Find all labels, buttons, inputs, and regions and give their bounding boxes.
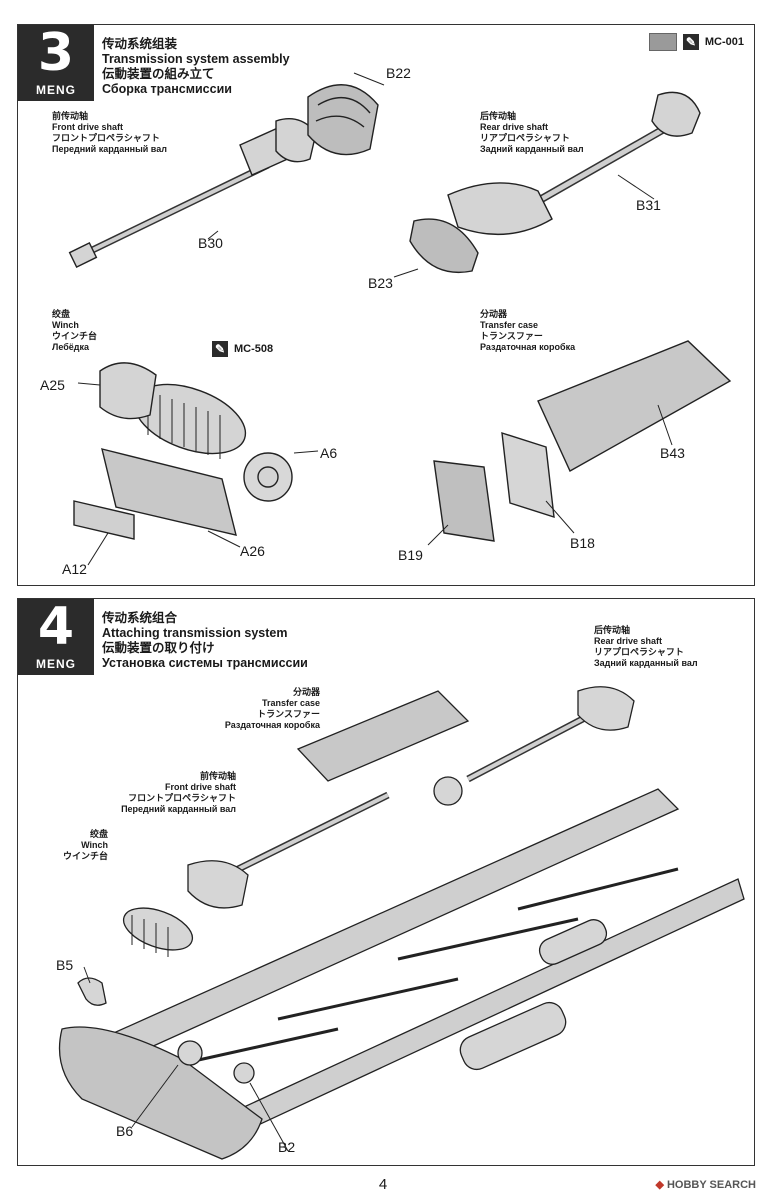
- air-tank: [538, 919, 608, 965]
- leader-b22: [353, 72, 385, 86]
- transfer-case: [296, 690, 470, 782]
- leader-b23: [393, 268, 419, 278]
- transfer-flange: [433, 776, 463, 806]
- b2-ring: [233, 1062, 255, 1084]
- leader-b19: [427, 524, 449, 546]
- part-a25: A25: [40, 377, 65, 393]
- title-jp: 伝動装置の取り付け: [102, 641, 215, 655]
- leader-a26: [207, 530, 241, 548]
- part-b18: B18: [570, 535, 595, 551]
- part-a26: A26: [240, 543, 265, 559]
- brand-logo: MENG: [36, 83, 76, 97]
- glue-code: MC-508: [234, 343, 274, 355]
- part-b30: B30: [198, 235, 223, 251]
- glue-callout: ✎ MC-508: [212, 341, 273, 357]
- b19-block: [433, 460, 495, 542]
- part-b43: B43: [660, 445, 685, 461]
- step-number: 4: [37, 597, 75, 657]
- b6-ring: [177, 1040, 203, 1066]
- front-shaft-yoke: [68, 242, 98, 268]
- step-3-titles: 传动系统组装 Transmission system assembly 伝動装置…: [102, 37, 290, 97]
- chassis-rail-right: [217, 878, 745, 1140]
- leader-a6: [293, 450, 319, 454]
- paint-callout: ✎ MC-001: [648, 33, 744, 51]
- part-b6: B6: [116, 1123, 134, 1139]
- title-jp: 伝動装置の組み立て: [102, 67, 215, 81]
- b43-housing: [537, 340, 732, 472]
- leader-b30: [207, 230, 219, 240]
- part-b5: B5: [56, 957, 74, 973]
- winch-motor: [99, 362, 157, 420]
- step-4-badge: 4 MENG: [18, 597, 94, 675]
- leader-b2: [249, 1082, 289, 1152]
- a12-bar: [73, 500, 135, 540]
- title-ru: Установка системы трансмиссии: [102, 656, 308, 670]
- rear-shaft-hub: [651, 91, 701, 137]
- b5-bracket: [77, 977, 107, 1006]
- part-b19: B19: [398, 547, 423, 563]
- front-shaft-caption: 前传动轴 Front drive shaft フロントプロペラシャフト Пере…: [52, 111, 167, 154]
- part-b31: B31: [636, 197, 661, 213]
- b18-plate: [501, 432, 555, 518]
- leader-b43: [657, 404, 673, 446]
- step-3-panel: 3 MENG 传动系统组装 Transmission system assemb…: [17, 23, 755, 586]
- rear-diff: [577, 686, 635, 731]
- leader-b18: [545, 500, 575, 534]
- front-shaft-housing: [275, 118, 317, 163]
- brush-icon: ✎: [212, 341, 228, 357]
- step-3-badge: 3 MENG: [18, 23, 94, 101]
- brand-logo: MENG: [36, 657, 76, 671]
- paint-swatch: [648, 33, 677, 51]
- leader-a25: [77, 382, 101, 386]
- part-a12: A12: [62, 561, 87, 577]
- leader-b6: [131, 1064, 179, 1128]
- winch-base: [101, 448, 237, 536]
- front-diff: [187, 860, 249, 909]
- b23-cover: [409, 218, 479, 273]
- title-ru: Сборка трансмиссии: [102, 82, 232, 96]
- watermark: ◆ HOBBY SEARCH: [655, 1179, 756, 1191]
- leader-b5: [83, 966, 91, 984]
- fuel-tank: [459, 1001, 567, 1071]
- rear-shaft-caption: 后传动轴 Rear drive shaft リアプロペラシャフト Задний …: [480, 111, 584, 154]
- part-a6: A6: [320, 445, 338, 461]
- transfer-case-caption: 分动器 Transfer case トランスファー Раздаточная ко…: [480, 309, 576, 352]
- title-cn: 传动系统组合: [102, 611, 178, 625]
- title-cn: 传动系统组装: [102, 37, 178, 51]
- step-4-illustration: [58, 686, 745, 1160]
- rear-shaft-caption: 后传动轴 Rear drive shaft リアプロペラシャフト Задний …: [594, 625, 698, 668]
- brush-icon: ✎: [682, 34, 699, 50]
- b22-cover: [307, 84, 379, 156]
- part-b2: B2: [278, 1139, 296, 1155]
- leader-b31: [617, 174, 655, 200]
- step-4-panel: 4 MENG 传动系统组合 Attaching transmission sys…: [17, 597, 755, 1166]
- front-bumper: [58, 1026, 263, 1160]
- transfer-case-caption: 分动器 Transfer case トランスファー Раздаточная ко…: [224, 687, 320, 730]
- front-shaft-caption: 前传动轴 Front drive shaft フロントプロペラシャフト Пере…: [121, 771, 236, 814]
- winch-caption: 绞盘 Winch ウインチ台: [62, 829, 108, 861]
- step-3-illustration: [68, 72, 732, 566]
- part-b23: B23: [368, 275, 393, 291]
- paint-code: MC-001: [704, 36, 744, 48]
- winch-assembly: [122, 907, 194, 951]
- leader-a12: [87, 532, 109, 566]
- part-b22: B22: [386, 65, 411, 81]
- winch-caption: 绞盘 Winch ウインチ台 Лебёдка: [52, 309, 98, 352]
- step-number: 3: [37, 23, 75, 83]
- step-4-titles: 传动系统组合 Attaching transmission system 伝動装…: [102, 611, 308, 671]
- title-en: Attaching transmission system: [102, 626, 288, 640]
- page-number: 4: [378, 1176, 388, 1193]
- title-en: Transmission system assembly: [102, 52, 290, 66]
- rear-shaft-diff: [447, 182, 553, 235]
